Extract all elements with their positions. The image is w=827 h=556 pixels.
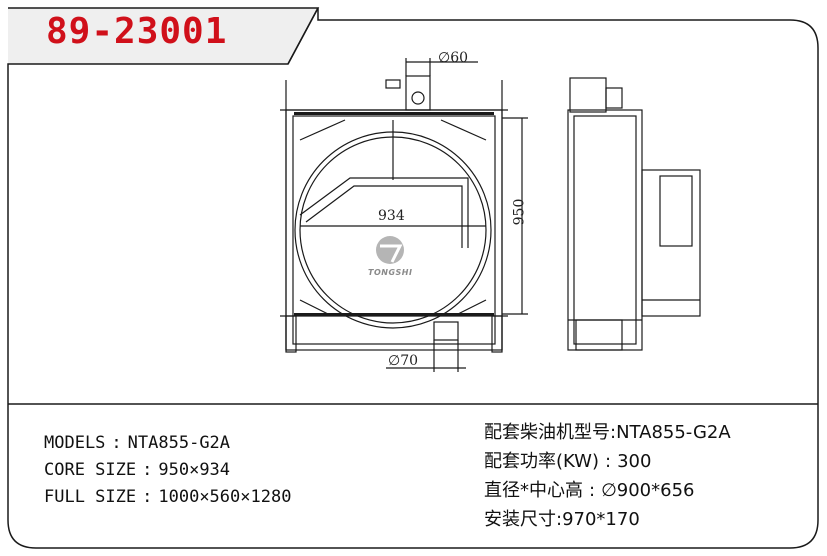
dim-bottom-pipe: ∅70 [388, 353, 419, 369]
full-size-label: FULL SIZE [44, 487, 137, 507]
part-number-bar [8, 8, 318, 64]
install-label: 安装尺寸: [484, 509, 563, 530]
power-value: 300 [617, 451, 652, 472]
install-row: 安装尺寸:970*170 [484, 505, 731, 534]
install-value: 970*170 [562, 509, 640, 530]
engine-model-value: NTA855-G2A [616, 422, 731, 443]
dim-core-height: 950 [511, 198, 528, 226]
models-row: MODELS:NTA855-G2A [44, 433, 231, 453]
engine-model-row: 配套柴油机型号:NTA855-G2A [484, 418, 731, 447]
diameter-value: ∅900*656 [601, 480, 695, 501]
logo-text: TONGSHI [368, 268, 413, 277]
diameter-label: 直径*中心高 [484, 480, 583, 501]
power-row: 配套功率(KW):300 [484, 451, 652, 472]
core-size-value: 950×934 [158, 460, 231, 480]
core-size-label: CORE SIZE [44, 460, 137, 480]
models-label: MODELS [44, 433, 106, 453]
logo-icon [376, 236, 404, 264]
part-number: 89-23001 [46, 11, 228, 52]
power-label: 配套功率(KW) [484, 451, 600, 472]
core-size-row: CORE SIZE:950×934 [44, 460, 231, 480]
spec-block-english: MODELS:NTA855-G2A CORE SIZE:950×934 FULL… [44, 430, 291, 511]
models-value: NTA855-G2A [127, 433, 231, 453]
dim-core-width: 934 [378, 208, 405, 224]
full-size-value: 1000×560×1280 [158, 487, 292, 507]
diameter-row: 直径*中心高:∅900*656 [484, 480, 695, 501]
engine-model-label: 配套柴油机型号: [484, 422, 617, 443]
spec-block-chinese: 配套柴油机型号:NTA855-G2A 配套功率(KW):300 直径*中心高:∅… [484, 418, 731, 534]
dim-top-pipe: ∅60 [438, 50, 469, 66]
full-size-row: FULL SIZE:1000×560×1280 [44, 487, 292, 507]
